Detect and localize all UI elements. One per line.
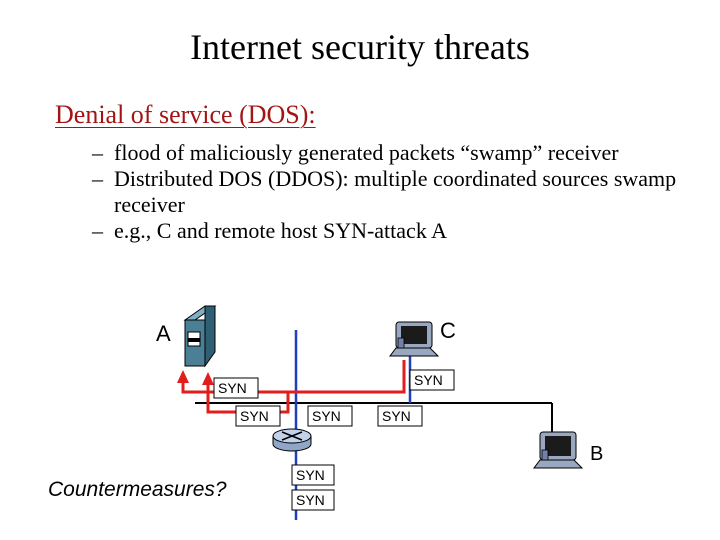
host-labels: A C B xyxy=(156,318,603,465)
attack-path-c xyxy=(181,360,406,394)
syn-packet-label: SYN xyxy=(382,408,411,424)
syn-packet-label: SYN xyxy=(296,467,325,483)
syn-packet: SYN xyxy=(213,377,259,399)
router-icon xyxy=(272,428,312,452)
slide-title: Internet security threats xyxy=(190,27,530,67)
syn-packet: SYN xyxy=(291,489,335,511)
bullet-item: – Distributed DOS (DDOS): multiple coord… xyxy=(92,166,682,218)
syn-packet: SYN xyxy=(291,464,335,486)
bullet-text: flood of maliciously generated packets “… xyxy=(114,140,619,165)
arrowhead xyxy=(177,370,189,383)
syn-packet: SYN xyxy=(377,405,423,427)
syn-packet-label: SYN xyxy=(312,408,341,424)
syn-packet-label: SYN xyxy=(296,492,325,508)
bullet-text: e.g., C and remote host SYN-attack A xyxy=(114,218,447,243)
section-heading: Denial of service (DOS): xyxy=(55,100,316,129)
bullet-marker: – xyxy=(92,218,103,243)
bullet-text: Distributed DOS (DDOS): multiple coordin… xyxy=(114,166,677,217)
host-label-b: B xyxy=(590,443,603,465)
syn-packet-label: SYN xyxy=(240,408,269,424)
bullet-marker: – xyxy=(92,140,103,165)
syn-packet: SYN xyxy=(235,405,281,427)
bullet-item: – e.g., C and remote host SYN-attack A xyxy=(92,218,682,244)
syn-packets: SYN SYN SYN SYN SYN SYN SYN xyxy=(213,369,455,511)
syn-packet-label: SYN xyxy=(218,380,247,396)
countermeasures-prompt: Countermeasures? xyxy=(48,478,227,501)
desktop-computer-icon xyxy=(533,431,584,469)
syn-packet: SYN xyxy=(409,369,455,391)
syn-packet-label: SYN xyxy=(414,372,443,388)
desktop-computer-icon xyxy=(389,321,440,357)
host-label-a: A xyxy=(156,321,171,346)
attack-arrowheads xyxy=(177,370,214,385)
bullet-marker: – xyxy=(92,166,103,191)
server-tower-icon xyxy=(183,305,217,368)
bullet-list: – flood of maliciously generated packets… xyxy=(92,140,682,244)
syn-packet: SYN xyxy=(307,405,353,427)
arrowhead xyxy=(202,372,214,385)
bullet-item: – flood of maliciously generated packets… xyxy=(92,140,682,166)
host-label-c: C xyxy=(440,318,456,343)
